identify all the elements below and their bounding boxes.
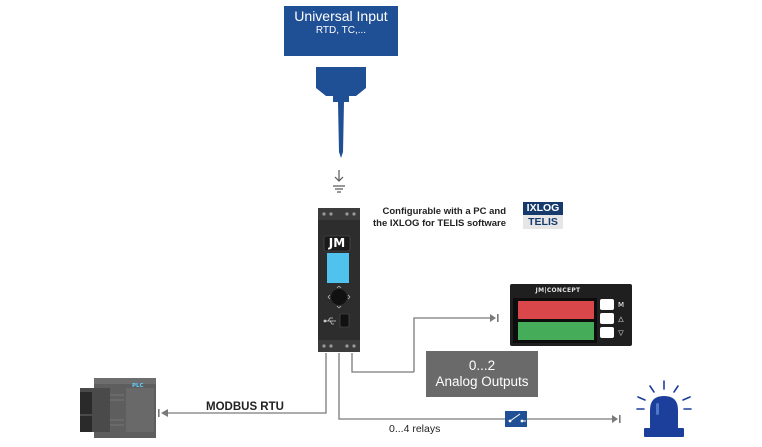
ground-icon [333, 170, 345, 193]
universal-input-box: Universal Input RTD, TC,... [284, 6, 398, 56]
analog-outputs-label: Analog Outputs [435, 374, 529, 389]
panel-button-down: ▽ [618, 329, 624, 337]
plc-label: PLC [132, 383, 144, 389]
beacon-icon [636, 380, 692, 437]
panel-button-m: M [618, 301, 624, 309]
configuration-note: Configurable with a PC and the IXLOG for… [373, 206, 506, 230]
configuration-line-2: the IXLOG for TELIS software [373, 218, 507, 229]
configuration-line-1: Configurable with a PC and [382, 206, 507, 217]
analog-outputs-box: 0...2 Analog Outputs [426, 351, 538, 397]
universal-input-subtitle: RTD, TC,... [315, 25, 367, 36]
device-logo: JM [328, 236, 346, 250]
ixlog-logo-text: IXLOG [523, 202, 563, 215]
panel-meter-brand: JM|CONCEPT [535, 287, 581, 294]
usb-icon [323, 317, 336, 325]
panel-button-up: △ [618, 315, 624, 323]
probe-connector-icon [316, 67, 366, 158]
modbus-label: MODBUS RTU [206, 401, 284, 413]
panel-meter: M △ ▽ [510, 284, 632, 346]
relays-label: 0...4 relays [389, 423, 441, 435]
connection-lines [168, 317, 612, 420]
universal-input-title: Universal Input [294, 8, 388, 24]
plc-icon [80, 378, 156, 438]
ixlog-telis-logo: IXLOG TELIS [523, 202, 563, 229]
arrow-icon [158, 314, 621, 423]
analog-outputs-count: 0...2 [468, 358, 496, 373]
relay-switch-icon [505, 411, 527, 427]
device-lcd [327, 253, 349, 283]
telis-logo-text: TELIS [523, 215, 563, 229]
jm-device [318, 208, 360, 352]
